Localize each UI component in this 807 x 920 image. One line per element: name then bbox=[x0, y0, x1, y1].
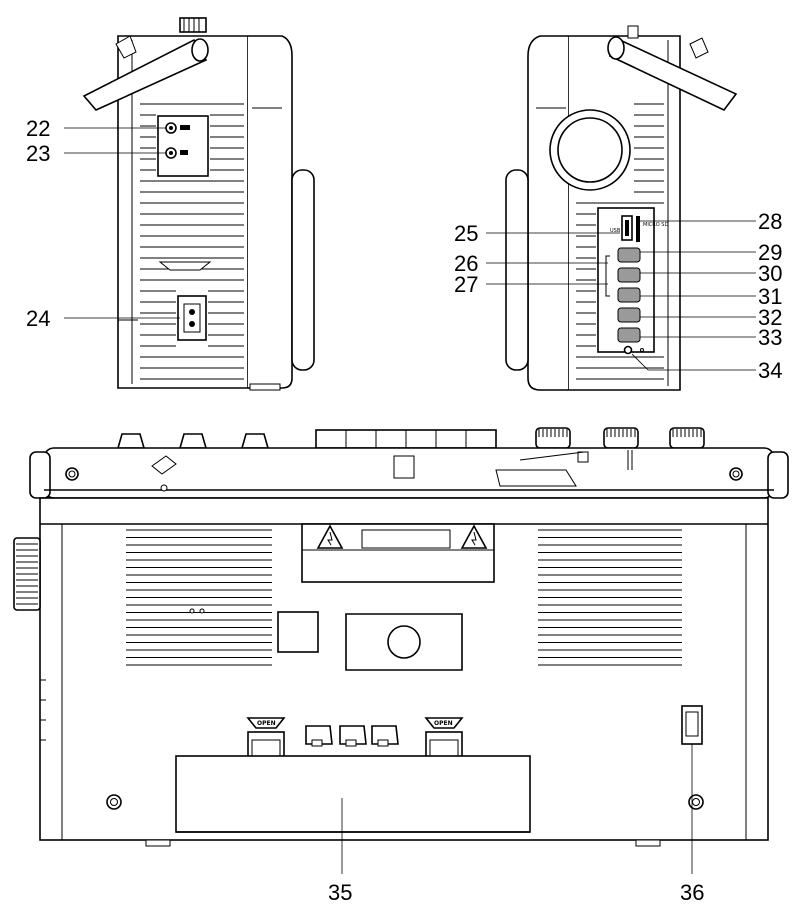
button-31[interactable] bbox=[617, 287, 641, 303]
callout-29: 29 bbox=[758, 240, 782, 265]
micro-sd-label: MICRO SD bbox=[643, 222, 668, 228]
callout-25: 25 bbox=[454, 221, 478, 246]
open-label-right: OPEN bbox=[434, 720, 453, 727]
callout-26: 26 bbox=[454, 251, 478, 276]
callout-33: 33 bbox=[758, 325, 782, 350]
rear-view: OPEN OPEN bbox=[13, 427, 789, 847]
headphone-jack-icon bbox=[165, 122, 190, 134]
callout-28: 28 bbox=[758, 209, 782, 234]
callout-35: 35 bbox=[328, 880, 352, 905]
button-29[interactable] bbox=[617, 247, 641, 263]
callout-27: 27 bbox=[454, 272, 478, 297]
left-handle bbox=[82, 38, 208, 111]
warning-triangle-icon bbox=[316, 524, 344, 549]
callout-24: 24 bbox=[26, 306, 50, 331]
battery-cover bbox=[175, 755, 531, 833]
left-front-bezel bbox=[248, 35, 293, 389]
left-vent-slots bbox=[140, 103, 244, 380]
left-speaker-bulge bbox=[291, 169, 315, 371]
callout-36: 36 bbox=[680, 880, 704, 905]
left-speaker-grille bbox=[126, 529, 272, 666]
callout-23: 23 bbox=[26, 141, 50, 166]
top-knobs bbox=[535, 427, 705, 449]
micro-sd-slot bbox=[636, 216, 640, 242]
callout-31: 31 bbox=[758, 284, 782, 309]
button-33[interactable] bbox=[617, 327, 641, 343]
right-speaker-grille bbox=[538, 529, 682, 666]
button-30[interactable] bbox=[617, 267, 641, 283]
right-side-view: USB MICRO SD bbox=[505, 25, 738, 391]
warning-triangle-icon bbox=[460, 524, 488, 549]
indicator-34 bbox=[623, 345, 633, 355]
right-front-bezel bbox=[527, 35, 568, 391]
usb-label: USB bbox=[610, 228, 621, 234]
button-32[interactable] bbox=[617, 307, 641, 323]
callout-22: 22 bbox=[26, 116, 50, 141]
right-speaker-bulge bbox=[505, 169, 529, 371]
callout-30: 30 bbox=[758, 261, 782, 286]
left-side-view bbox=[82, 17, 315, 391]
open-label-left: OPEN bbox=[257, 720, 276, 727]
top-controls bbox=[116, 429, 497, 449]
right-vent-slots bbox=[576, 103, 664, 380]
callout-34: 34 bbox=[758, 358, 782, 383]
callout-32: 32 bbox=[758, 305, 782, 330]
